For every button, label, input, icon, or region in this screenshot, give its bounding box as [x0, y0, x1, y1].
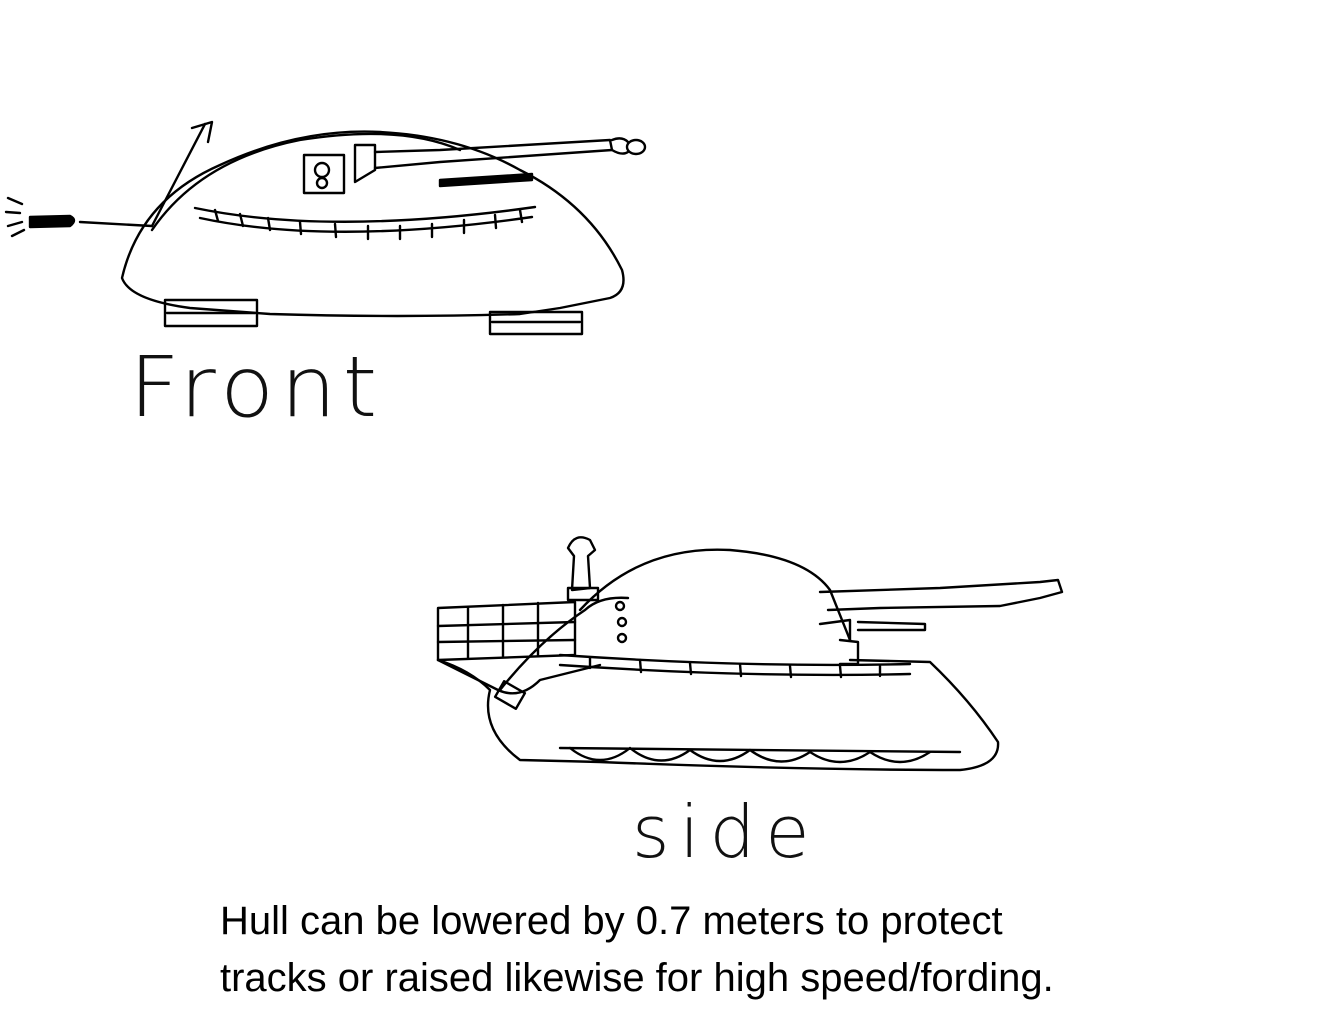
- side-turret: [578, 548, 852, 642]
- front-hull: [120, 130, 625, 318]
- side-hull: [436, 658, 1000, 772]
- projectile-icon: [4, 196, 154, 238]
- ricochet-arrow: [150, 120, 214, 228]
- side-view-label: side: [632, 790, 820, 874]
- front-right-track: [488, 310, 584, 336]
- caption: Hull can be lowered by 0.7 meters to pro…: [220, 893, 1280, 1007]
- caption-line-2: tracks or raised likewise for high speed…: [220, 956, 1054, 1000]
- periscope: [566, 536, 597, 592]
- front-view-drawing: [4, 120, 647, 336]
- side-view-drawing: [436, 536, 1064, 772]
- caption-line-1: Hull can be lowered by 0.7 meters to pro…: [220, 899, 1003, 943]
- front-view-label: Front: [128, 338, 384, 436]
- front-left-track: [163, 298, 259, 328]
